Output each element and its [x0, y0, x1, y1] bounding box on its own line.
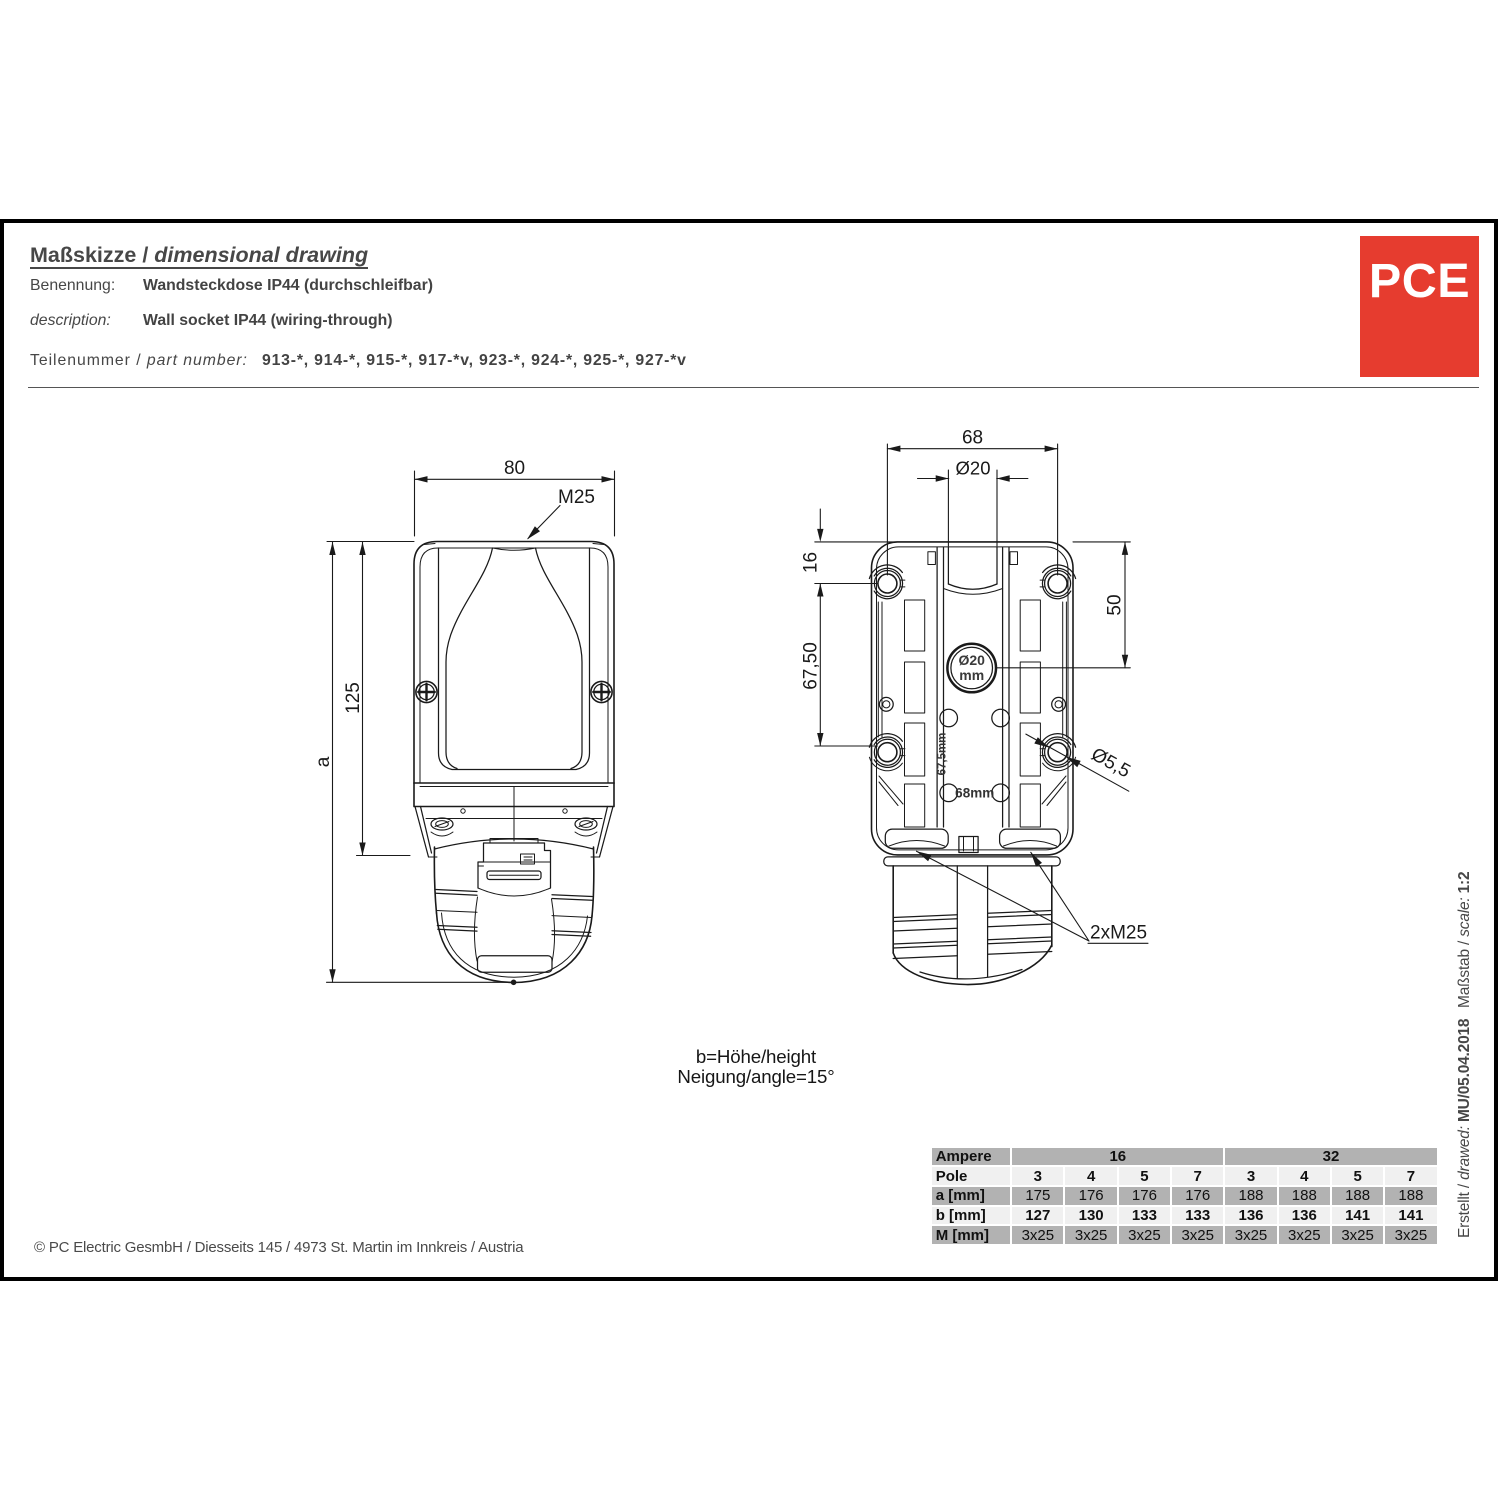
svg-text:50: 50 — [1105, 594, 1126, 615]
svg-text:2xM25: 2xM25 — [1090, 923, 1147, 944]
svg-text:Ø5,5: Ø5,5 — [1088, 744, 1134, 782]
svg-text:67,50: 67,50 — [801, 642, 822, 690]
svg-text:a: a — [313, 756, 334, 767]
svg-text:68mm: 68mm — [955, 785, 994, 800]
svg-text:68: 68 — [962, 428, 983, 449]
svg-text:M25: M25 — [558, 487, 595, 508]
svg-text:Ø20: Ø20 — [958, 652, 985, 668]
svg-text:16: 16 — [801, 552, 822, 573]
svg-text:Ø20: Ø20 — [956, 458, 991, 479]
svg-text:80: 80 — [504, 458, 525, 479]
svg-text:mm: mm — [959, 667, 984, 683]
svg-text:125: 125 — [343, 682, 364, 714]
svg-text:67,5mm: 67,5mm — [937, 733, 949, 776]
